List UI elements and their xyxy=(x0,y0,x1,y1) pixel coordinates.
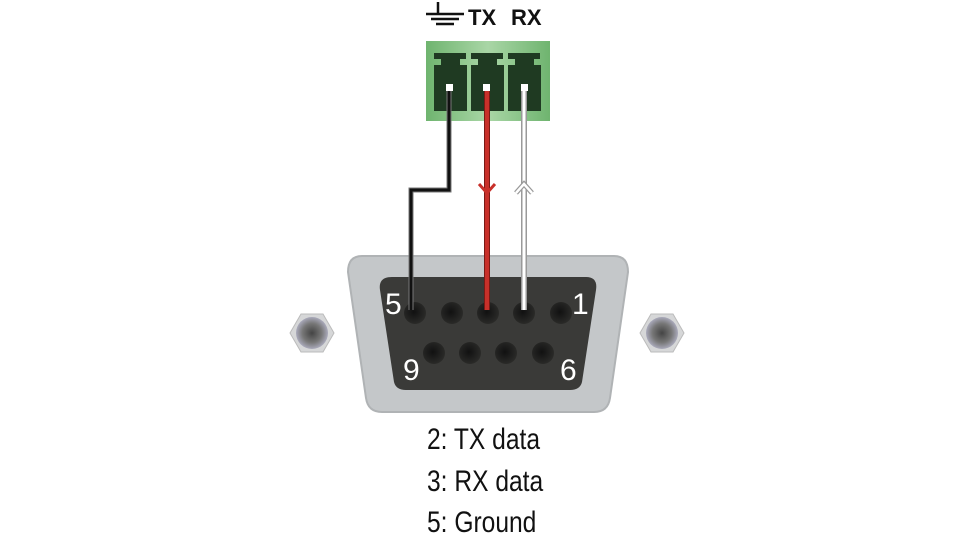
pin-label-5: 5 xyxy=(385,288,402,321)
pin-8 xyxy=(459,342,481,364)
rx-wire xyxy=(514,91,534,310)
tx-wire xyxy=(477,91,497,310)
pin-6 xyxy=(532,342,554,364)
terminal-ground xyxy=(446,84,453,91)
terminal-block xyxy=(426,41,550,121)
legend-tx: 2: TX data xyxy=(427,422,541,456)
pin-9 xyxy=(423,342,445,364)
right-screw-icon xyxy=(646,317,678,349)
terminal-tx xyxy=(483,84,490,91)
pin-3 xyxy=(477,302,499,324)
pin-label-1: 1 xyxy=(572,288,589,321)
db9-connector: 5 1 9 6 xyxy=(289,255,685,413)
pin-4 xyxy=(441,302,463,324)
ground-icon xyxy=(426,2,464,26)
pin-legend: 2: TX data 3: RX data 5: Ground xyxy=(427,422,544,539)
pin-5 xyxy=(404,302,426,324)
left-screw-icon xyxy=(296,317,328,349)
pin-label-6: 6 xyxy=(560,354,577,387)
pin-1 xyxy=(550,302,572,324)
terminal-rx xyxy=(521,84,528,91)
pin-7 xyxy=(495,342,517,364)
ground-wire xyxy=(408,91,452,310)
down-arrow-icon xyxy=(477,183,497,196)
pin-label-9: 9 xyxy=(403,354,420,387)
tx-header-label: TX xyxy=(468,5,496,30)
legend-rx: 3: RX data xyxy=(427,464,544,498)
legend-ground: 5: Ground xyxy=(427,505,536,539)
pin-2 xyxy=(513,302,535,324)
rx-header-label: RX xyxy=(511,5,542,30)
